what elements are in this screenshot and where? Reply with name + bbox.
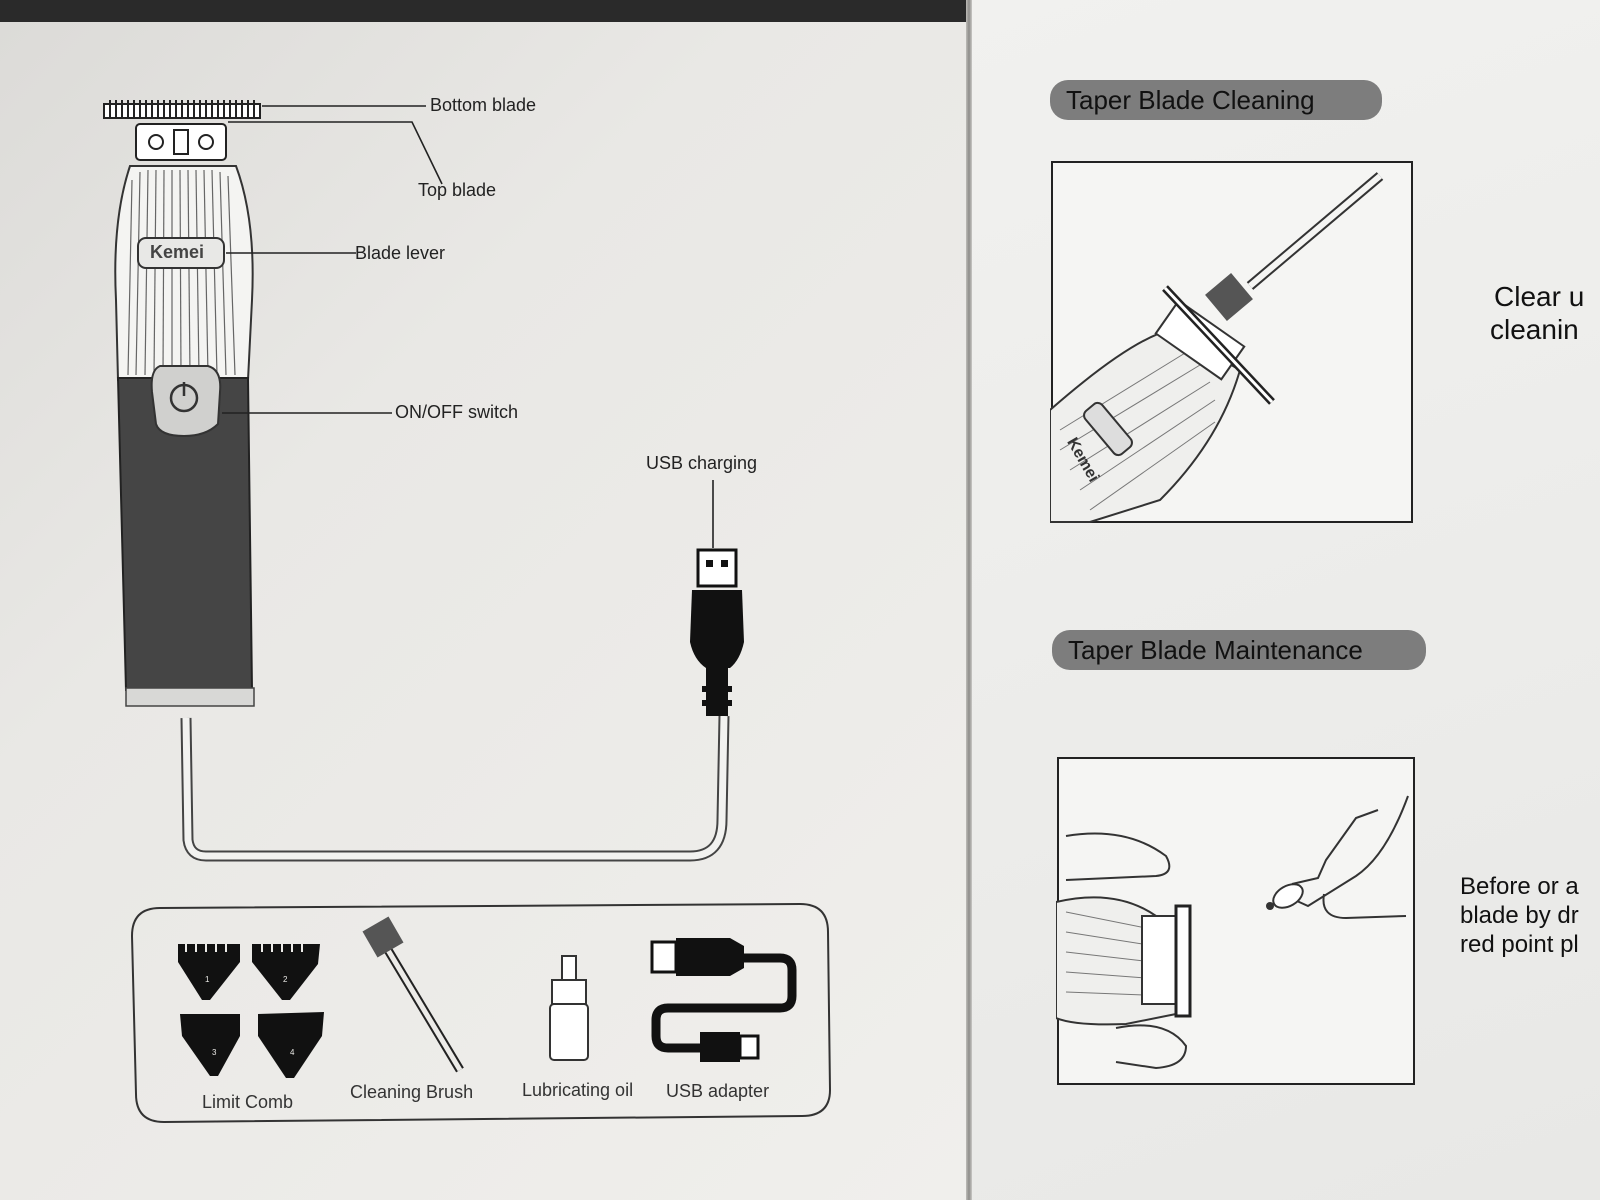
- label-blade-lever: Blade lever: [355, 243, 446, 263]
- label-usb-adapter: USB adapter: [666, 1081, 770, 1101]
- limit-comb-icons: [178, 944, 324, 1078]
- bottom-blade-shape: [103, 100, 261, 119]
- top-blade-shape: [135, 123, 227, 161]
- maintenance-illustration: [1056, 757, 1415, 1085]
- label-top-blade: Top blade: [418, 180, 497, 200]
- label-cleaning-brush: Cleaning Brush: [350, 1082, 474, 1102]
- cleaning-brush-icon: [362, 916, 464, 1073]
- trimmer-diagram: [103, 100, 744, 862]
- comb-number-3: 3: [212, 1048, 217, 1057]
- title-taper-blade-cleaning: Taper Blade Cleaning: [1050, 80, 1382, 120]
- lubricating-oil-icon: [549, 955, 589, 1061]
- cleaning-text-line-1: Clear u: [1494, 281, 1585, 312]
- comb-number-1: 1: [205, 975, 210, 984]
- comb-number-2: 2: [283, 975, 288, 984]
- cleaning-illustration: [1050, 161, 1413, 523]
- label-on-off-switch: ON/OFF switch: [395, 402, 519, 422]
- book-spine: [966, 0, 972, 1200]
- on-off-button-shape: [150, 365, 222, 438]
- label-usb-charging: USB charging: [646, 453, 758, 473]
- title-taper-blade-maintenance: Taper Blade Maintenance: [1052, 630, 1426, 670]
- brand-logo-trimmer: Kemei: [150, 242, 205, 262]
- blade-lever-badge: [137, 237, 225, 269]
- maintenance-text-line-2: blade by dr: [1460, 902, 1579, 929]
- accessories-panel: [178, 916, 797, 1078]
- maintenance-text-line-1: Before or a: [1460, 873, 1579, 900]
- label-limit-comb: Limit Comb: [202, 1092, 294, 1112]
- comb-number-4: 4: [290, 1048, 295, 1057]
- cleaning-text-line-2: cleanin: [1490, 314, 1579, 345]
- usb-plug-body: [690, 590, 744, 668]
- usb-adapter-icon: [650, 938, 797, 1062]
- maintenance-text-line-3: red point pl: [1460, 931, 1579, 958]
- usb-plug-head: [696, 548, 738, 588]
- label-bottom-blade: Bottom blade: [430, 95, 537, 115]
- label-lubricating-oil: Lubricating oil: [522, 1080, 634, 1100]
